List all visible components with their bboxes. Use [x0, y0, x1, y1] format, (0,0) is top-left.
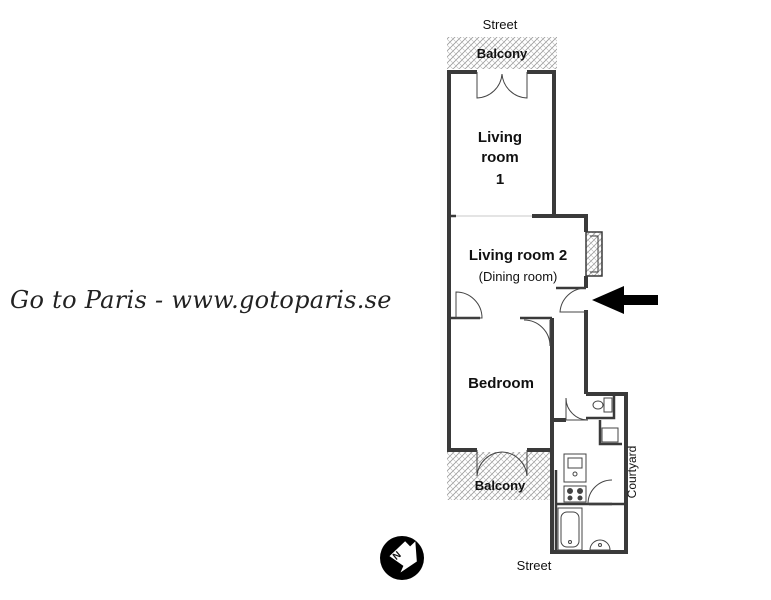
street-bottom-label: Street: [517, 558, 552, 573]
door-swings: [455, 72, 613, 505]
fireplace-niche: [585, 231, 603, 277]
balcony-top-label: Balcony: [477, 46, 528, 61]
washbasin-icon: [601, 427, 619, 443]
north-compass-icon: N: [380, 536, 424, 580]
balcony-bottom-label: Balcony: [475, 478, 526, 493]
living-room-1-line2: room: [481, 149, 519, 166]
courtyard-label: Courtyard: [625, 446, 639, 499]
balcony-bottom-area: [447, 452, 553, 500]
living-room-1-line3: 1: [496, 171, 504, 188]
stove-icon: [563, 485, 587, 503]
living-room-2-label: Living room 2: [469, 247, 567, 264]
kitchen-sink-icon: [563, 453, 587, 483]
entrance-arrow-icon: [592, 286, 658, 314]
bathtub-icon: [557, 507, 583, 551]
living-room-1-line1: Living: [478, 129, 522, 146]
walls: [447, 70, 628, 554]
bathroom-sink-icon: [589, 539, 611, 551]
dining-room-label: (Dining room): [479, 269, 558, 284]
balcony-top-area: [447, 37, 557, 69]
street-top-label: Street: [483, 17, 518, 32]
watermark-text: Go to Paris - www.gotoparis.se: [10, 286, 392, 314]
toilet-icon: [592, 397, 613, 413]
bedroom-label: Bedroom: [468, 375, 534, 392]
